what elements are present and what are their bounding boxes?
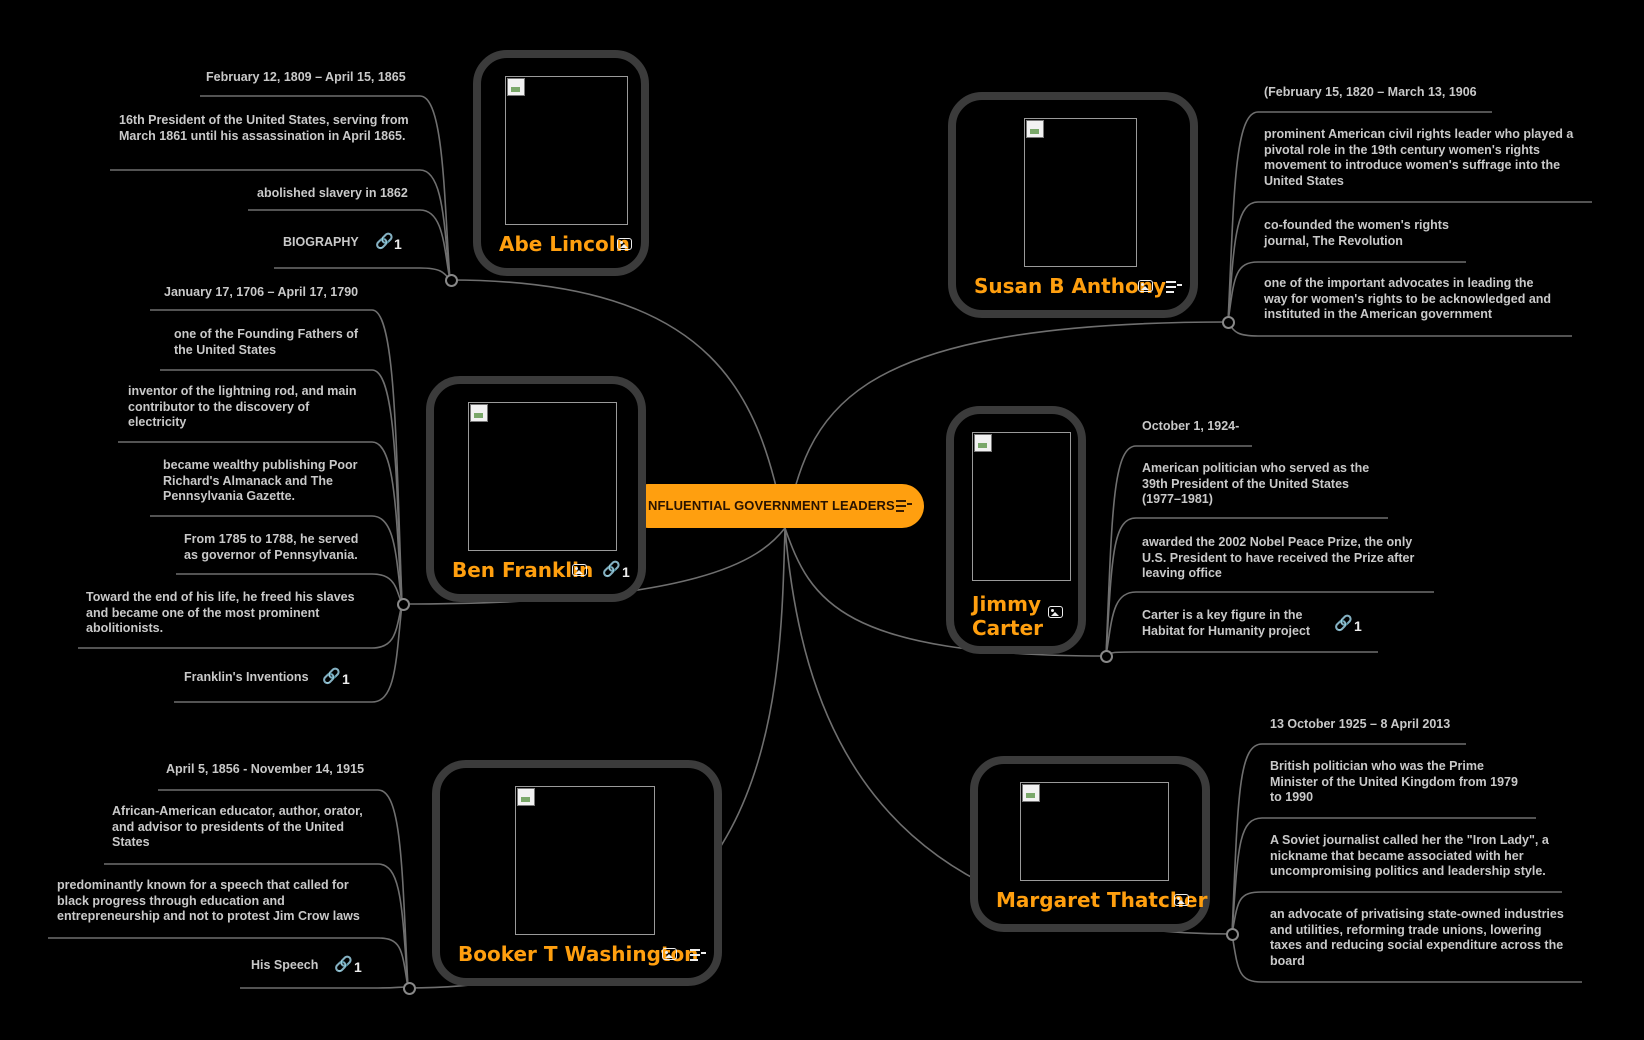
link-count: 1 xyxy=(342,671,350,687)
note-icon[interactable] xyxy=(896,499,912,513)
image-icon[interactable] xyxy=(1174,894,1189,906)
franklin-publishing[interactable]: became wealthy publishing Poor Richard's… xyxy=(163,458,358,503)
link-icon[interactable]: 🔗 xyxy=(334,956,353,973)
link-icon[interactable]: 🔗 xyxy=(1334,615,1353,632)
portrait-image xyxy=(468,402,617,551)
anthony-dates[interactable]: (February 15, 1820 – March 13, 1906 xyxy=(1264,85,1477,99)
central-topic[interactable]: NFLUENTIAL GOVERNMENT LEADERS xyxy=(626,484,924,528)
topic-title: Ben Franklin xyxy=(452,558,594,582)
topic-title: Abe Lincoln xyxy=(499,232,630,256)
franklin-abolitionist[interactable]: Toward the end of his life, he freed his… xyxy=(86,590,355,635)
thatcher-privatising[interactable]: an advocate of privatising state-owned i… xyxy=(1270,907,1564,968)
image-icon[interactable] xyxy=(1138,280,1153,292)
topic-title: Susan B Anthony xyxy=(974,274,1166,298)
thatcher-dates[interactable]: 13 October 1925 – 8 April 2013 xyxy=(1270,717,1451,731)
anthony-civil-rights[interactable]: prominent American civil rights leader w… xyxy=(1264,127,1574,188)
link-count: 1 xyxy=(1354,618,1362,634)
carter-dates[interactable]: October 1, 1924- xyxy=(1142,419,1240,433)
washington-collapse-dot[interactable] xyxy=(403,982,416,995)
topic-card-thatcher[interactable]: Margaret Thatcher xyxy=(970,756,1210,932)
carter-collapse-dot[interactable] xyxy=(1100,650,1113,663)
thatcher-collapse-dot[interactable] xyxy=(1226,928,1239,941)
link-count: 1 xyxy=(354,959,362,975)
franklin-inventions-link[interactable]: Franklin's Inventions xyxy=(184,670,309,684)
lincoln-collapse-dot[interactable] xyxy=(445,274,458,287)
anthony-advocate[interactable]: one of the important advocates in leadin… xyxy=(1264,276,1552,321)
lincoln-dates[interactable]: February 12, 1809 – April 15, 1865 xyxy=(206,70,406,84)
thatcher-iron-lady[interactable]: A Soviet journalist called her the "Iron… xyxy=(1270,833,1549,878)
lincoln-presidency[interactable]: 16th President of the United States, ser… xyxy=(119,113,409,143)
carter-habitat[interactable]: Carter is a key figure in the Habitat fo… xyxy=(1142,608,1311,638)
image-icon[interactable] xyxy=(617,238,632,250)
topic-card-franklin[interactable]: Ben Franklin 🔗 1 xyxy=(426,376,646,602)
broken-image-icon xyxy=(517,788,535,806)
carter-nobel[interactable]: awarded the 2002 Nobel Peace Prize, the … xyxy=(1142,535,1415,580)
image-icon[interactable] xyxy=(662,948,677,960)
note-icon[interactable] xyxy=(690,948,706,962)
topic-title-line1: Jimmy xyxy=(972,592,1042,616)
topic-card-anthony[interactable]: Susan B Anthony xyxy=(948,92,1198,318)
broken-image-icon xyxy=(507,78,525,96)
topic-card-carter[interactable]: Jimmy Carter xyxy=(946,406,1086,654)
link-icon[interactable]: 🔗 xyxy=(375,233,394,250)
franklin-founding-father[interactable]: one of the Founding Fathers of the Unite… xyxy=(174,327,359,357)
topic-title: Booker T Washington xyxy=(458,942,699,966)
franklin-collapse-dot[interactable] xyxy=(397,598,410,611)
carter-president[interactable]: American politician who served as the 39… xyxy=(1142,461,1370,506)
link-count: 1 xyxy=(394,236,402,252)
portrait-image xyxy=(1024,118,1137,267)
broken-image-icon xyxy=(1026,120,1044,138)
portrait-image xyxy=(972,432,1071,581)
anthony-journal[interactable]: co-founded the women's rights journal, T… xyxy=(1264,218,1449,248)
franklin-dates[interactable]: January 17, 1706 – April 17, 1790 xyxy=(164,285,359,299)
broken-image-icon xyxy=(1022,784,1040,802)
lincoln-slavery[interactable]: abolished slavery in 1862 xyxy=(257,186,408,200)
topic-title-line2: Carter xyxy=(972,616,1044,640)
washington-dates[interactable]: April 5, 1856 - November 14, 1915 xyxy=(166,762,365,776)
franklin-governor[interactable]: From 1785 to 1788, he served as governor… xyxy=(184,532,359,562)
franklin-lightning-rod[interactable]: inventor of the lightning rod, and main … xyxy=(128,384,357,429)
central-topic-title: NFLUENTIAL GOVERNMENT LEADERS xyxy=(648,498,895,513)
portrait-image xyxy=(1020,782,1169,881)
thatcher-prime-minister[interactable]: British politician who was the Prime Min… xyxy=(1270,759,1518,804)
broken-image-icon xyxy=(470,404,488,422)
lincoln-biography-link[interactable]: BIOGRAPHY xyxy=(283,235,359,249)
portrait-image xyxy=(505,76,628,225)
washington-speech-summary[interactable]: predominantly known for a speech that ca… xyxy=(57,878,360,923)
link-icon[interactable]: 🔗 xyxy=(322,668,341,685)
topic-card-lincoln[interactable]: Abe Lincoln xyxy=(473,50,649,276)
link-count: 1 xyxy=(622,564,630,580)
washington-speech-link[interactable]: His Speech xyxy=(251,958,319,972)
topic-title: Margaret Thatcher xyxy=(996,888,1208,912)
topic-card-washington[interactable]: Booker T Washington xyxy=(432,760,722,986)
note-icon[interactable] xyxy=(1166,280,1182,294)
broken-image-icon xyxy=(974,434,992,452)
link-icon[interactable]: 🔗 xyxy=(602,561,621,578)
image-icon[interactable] xyxy=(1048,606,1063,618)
washington-educator[interactable]: African-American educator, author, orato… xyxy=(112,804,363,849)
portrait-image xyxy=(515,786,655,935)
anthony-collapse-dot[interactable] xyxy=(1222,316,1235,329)
image-icon[interactable] xyxy=(572,564,587,576)
